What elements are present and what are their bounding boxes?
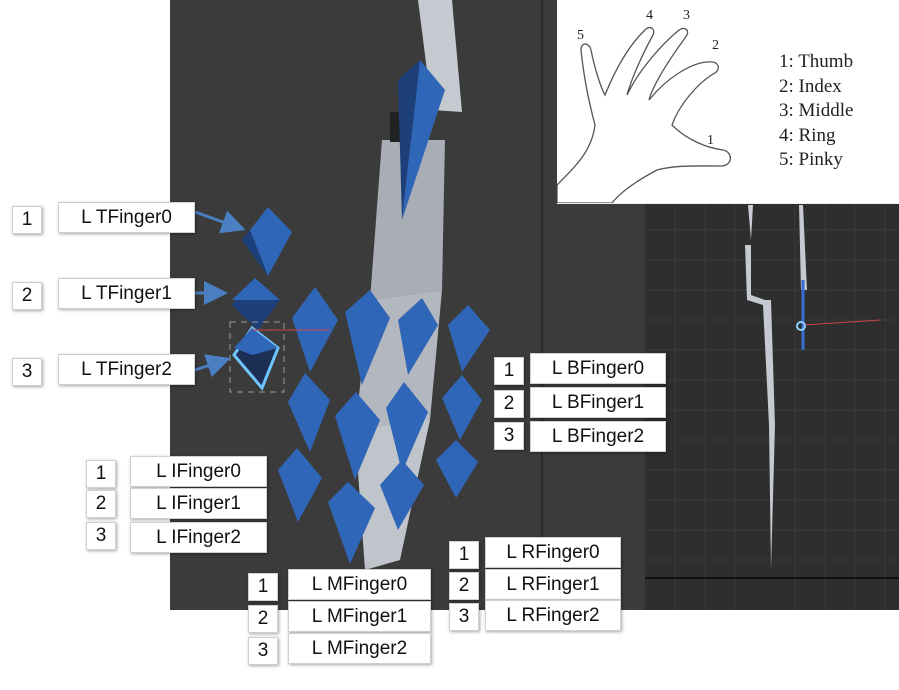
forearm-mesh <box>370 140 445 300</box>
finger-legend: 1: Thumb 2: Index 3: Middle 4: Ring 5: P… <box>779 50 853 173</box>
thumb-label-0: L TFinger0 <box>58 202 195 233</box>
viewport-scene <box>229 0 543 610</box>
ring-label-1: L RFinger1 <box>485 569 621 600</box>
arm-bone <box>402 60 445 220</box>
finger-tag-4: 4 <box>646 8 653 23</box>
index-label-1: L IFinger1 <box>130 488 267 519</box>
ring-label-0: L RFinger0 <box>485 537 621 568</box>
index-label-2: L IFinger2 <box>130 522 267 553</box>
index-num-1: 1 <box>86 460 116 488</box>
legend-item: 2: Index <box>779 75 842 97</box>
finger-tag-3: 3 <box>683 8 690 23</box>
ring-num-3: 3 <box>449 603 479 631</box>
middle-num-1: 1 <box>248 573 278 601</box>
arm-bone-side <box>398 60 420 220</box>
pinky-label-1: L BFinger1 <box>530 387 666 418</box>
ring-num-1: 1 <box>449 541 479 569</box>
pinky-label-0: L BFinger0 <box>530 353 666 384</box>
pinky-num-3: 3 <box>494 422 524 450</box>
middle-label-0: L MFinger0 <box>288 569 431 600</box>
middle-label-2: L MFinger2 <box>288 633 431 664</box>
legend-item: 4: Ring <box>779 124 836 146</box>
finger-tag-5: 5 <box>577 28 584 43</box>
index-num-2: 2 <box>86 490 116 518</box>
ring-num-2: 2 <box>449 572 479 600</box>
thumb-label-1: L TFinger1 <box>58 278 195 309</box>
pinky-num-2: 2 <box>494 390 524 418</box>
side-view-scene <box>645 200 899 610</box>
legend-item: 3: Middle <box>779 100 854 121</box>
hand-outline-icon <box>557 26 732 203</box>
thumb-num-2: 2 <box>12 282 42 310</box>
middle-num-2: 2 <box>248 605 278 633</box>
thumb-num-3: 3 <box>12 358 42 386</box>
pinky-label-2: L BFinger2 <box>530 421 666 452</box>
middle-num-3: 3 <box>248 637 278 665</box>
side-viewport[interactable] <box>645 200 899 610</box>
ring-label-2: L RFinger2 <box>485 600 621 631</box>
finger-tag-1: 1 <box>707 133 714 148</box>
index-label-0: L IFinger0 <box>130 456 267 487</box>
thumb-label-2: L TFinger2 <box>58 354 195 385</box>
legend-item: 5: Pinky <box>779 149 843 170</box>
middle-label-1: L MFinger1 <box>288 601 431 632</box>
index-num-3: 3 <box>86 522 116 550</box>
hand-reference-inset: 5 4 3 2 1 1: Thumb 2: Index 3: Middle 4:… <box>557 0 899 204</box>
finger-tag-2: 2 <box>712 38 719 53</box>
legend-item: 1: Thumb <box>779 51 854 72</box>
pinky-num-1: 1 <box>494 357 524 385</box>
thumb-num-1: 1 <box>12 206 42 234</box>
